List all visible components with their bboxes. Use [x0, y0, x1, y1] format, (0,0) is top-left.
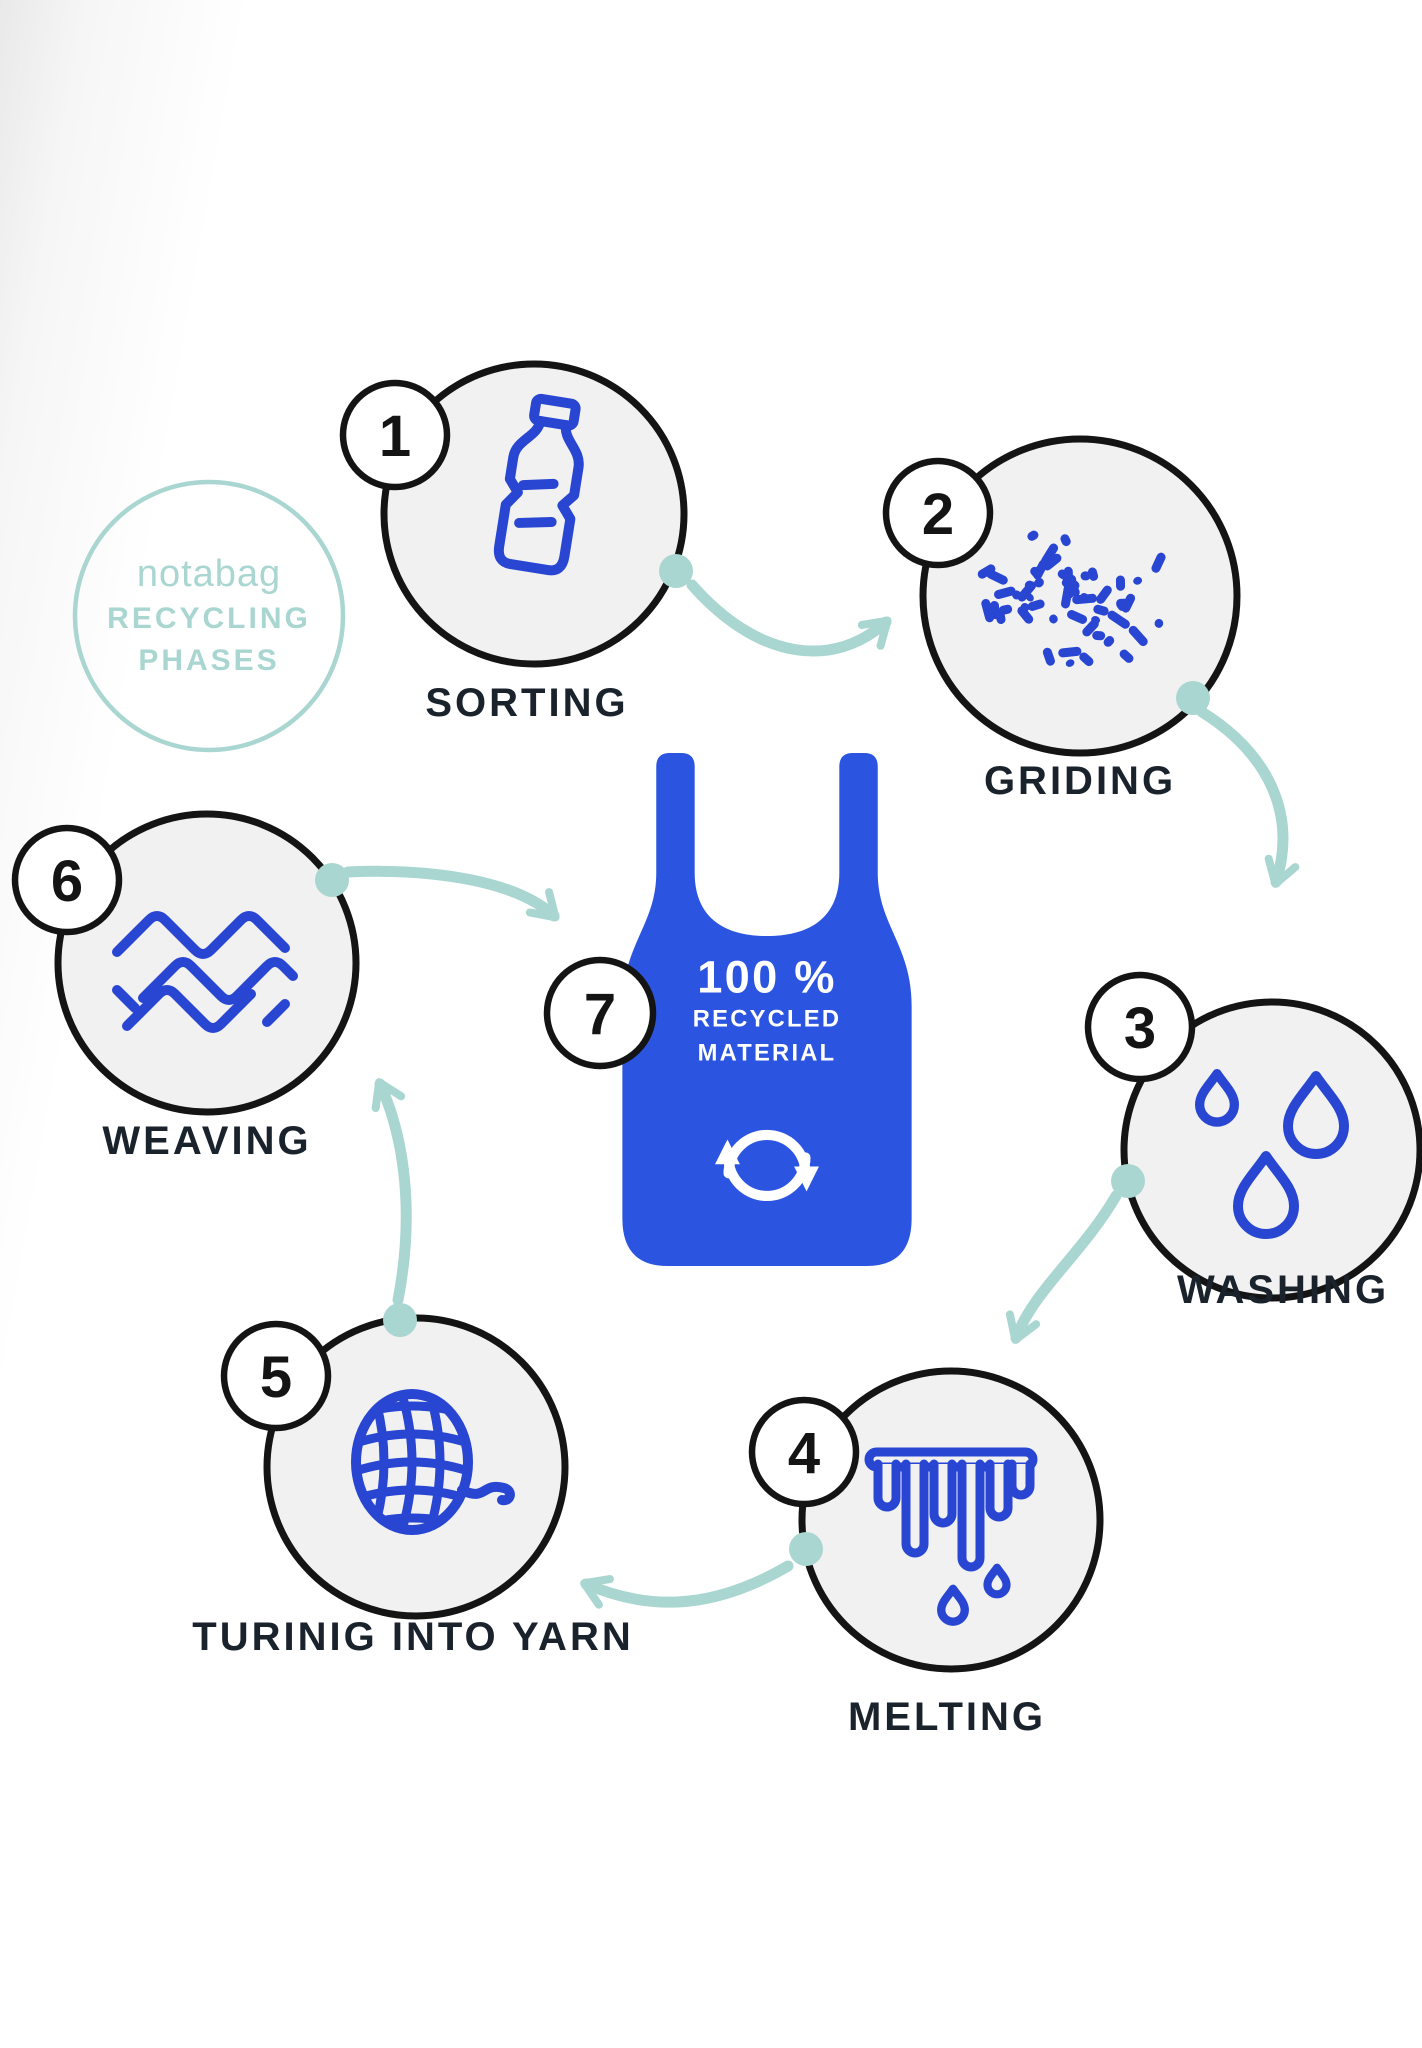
badge-4: 4: [748, 1396, 860, 1508]
phase-2-griding: [919, 435, 1241, 757]
phase-3-circle: [1120, 998, 1422, 1302]
arrow-6-to-7: [342, 865, 560, 922]
brand-name: notabag: [137, 553, 281, 595]
water-drops-icon: [1194, 1069, 1349, 1239]
logo-circle: [72, 479, 346, 753]
plastic-flakes-icon: [977, 530, 1166, 667]
logo-line1: RECYCLING: [107, 602, 311, 635]
phase-3-washing: [1120, 998, 1422, 1302]
badge-6: 6: [11, 824, 123, 936]
logo-line2: PHASES: [138, 644, 279, 677]
badge-5: 5: [220, 1320, 332, 1432]
bag-recycled-text: RECYCLED: [693, 1006, 842, 1032]
dot-phase-2: [1176, 681, 1210, 715]
badge-3-number: 3: [1124, 996, 1156, 1061]
badge-7-number: 7: [584, 982, 616, 1047]
badge-1-number: 1: [379, 404, 411, 469]
arrow-4-to-5: [580, 1560, 794, 1609]
phase-1-sorting: [380, 360, 688, 668]
badge-2: 2: [882, 457, 994, 569]
badge-1: 1: [339, 379, 451, 491]
phase-labels: SORTING GRIDING WASHING MELTING TURINIG …: [102, 681, 1389, 1739]
dot-phase-1: [659, 554, 693, 588]
badge-6-number: 6: [51, 849, 83, 914]
arrow-2-to-3: [1196, 706, 1300, 888]
dot-phase-5: [383, 1303, 417, 1337]
flow-arrows: [342, 579, 1300, 1609]
phase-6-circle: [54, 810, 360, 1116]
plastic-bottle-icon: [493, 393, 584, 576]
label-weaving: WEAVING: [102, 1119, 311, 1163]
notabag-tote-bag: 100 % RECYCLED MATERIAL: [622, 752, 912, 1266]
label-washing: WASHING: [1177, 1268, 1389, 1312]
badge-5-number: 5: [260, 1345, 292, 1410]
label-griding: GRIDING: [984, 759, 1176, 803]
label-melting: MELTING: [848, 1695, 1046, 1739]
phase-6-weaving: [54, 810, 360, 1116]
recycle-arrows-icon: [715, 1129, 819, 1202]
label-sorting: SORTING: [425, 681, 628, 725]
dot-phase-4: [789, 1532, 823, 1566]
phase-1-circle: [380, 360, 688, 668]
brand-logo-badge: notabag RECYCLING PHASES: [72, 479, 346, 753]
weave-pattern-icon: [112, 911, 298, 1033]
connector-dots: [315, 554, 1210, 1566]
dot-phase-3: [1111, 1164, 1145, 1198]
dot-phase-6: [315, 863, 349, 897]
melting-icon: [864, 1447, 1038, 1626]
arrow-1-to-2: [686, 579, 892, 657]
number-badges: 1 2 3 4 5 6 7: [11, 379, 1196, 1508]
badge-2-number: 2: [922, 482, 954, 547]
arrow-5-to-6: [371, 1078, 412, 1306]
label-turning-into-yarn: TURINIG INTO YARN: [192, 1615, 633, 1659]
badge-4-number: 4: [788, 1421, 820, 1486]
bag-silhouette: [622, 752, 912, 1266]
bag-material-text: MATERIAL: [698, 1040, 837, 1066]
badge-7: 7: [543, 956, 657, 1070]
phase-4-melting: [798, 1367, 1104, 1673]
badge-3: 3: [1084, 971, 1196, 1083]
bag-percent-text: 100 %: [697, 952, 836, 1003]
arrow-3-to-4: [1005, 1190, 1122, 1344]
